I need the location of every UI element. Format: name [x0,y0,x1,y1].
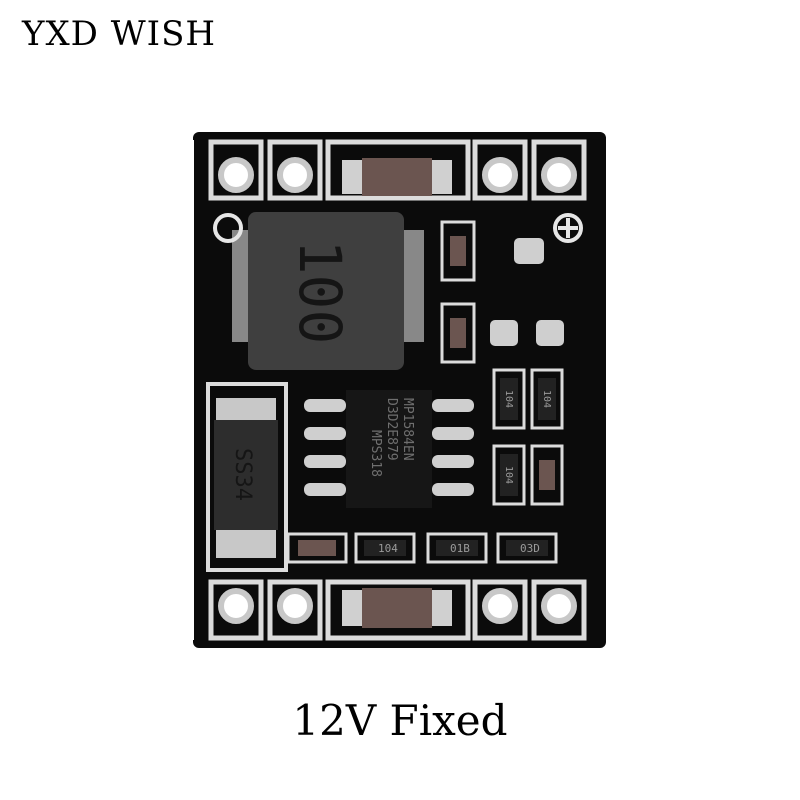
chip-line-1: MP1584EN [400,398,415,461]
resistor-label-5: 01B [450,542,470,555]
resistor-label-2: 104 [541,390,552,408]
resistor-label-1: 104 [503,390,514,408]
bottom-capacitor [342,588,452,628]
top-header-pads [208,139,587,201]
inductor-marking: 100 [286,240,354,345]
diode-marking: SS34 [230,448,255,501]
resistor-label-3: 104 [503,466,514,484]
ic-chip: MP1584EN D3D2E879 MPS318 [304,390,474,508]
bottom-holes [218,588,577,624]
inductor: 100 [232,212,424,370]
chip-line-3: MPS318 [368,430,383,477]
polarity-symbols [213,213,583,243]
resistors-bottom: 104 01B 03D [286,532,558,564]
caption: 12V Fixed [292,696,508,745]
transistor-pads [490,238,564,346]
top-holes [218,157,577,193]
chip-line-2: D3D2E879 [384,398,399,461]
small-capacitors [440,220,564,506]
diode: SS34 [206,382,288,572]
resistors-right: 104 104 104 [492,368,564,506]
resistor-label-6: 03D [520,542,540,555]
top-capacitor [342,158,452,196]
brand-watermark: YXD WISH [22,14,217,54]
resistor-label-4: 104 [378,542,398,555]
bottom-header-pads [208,579,587,641]
